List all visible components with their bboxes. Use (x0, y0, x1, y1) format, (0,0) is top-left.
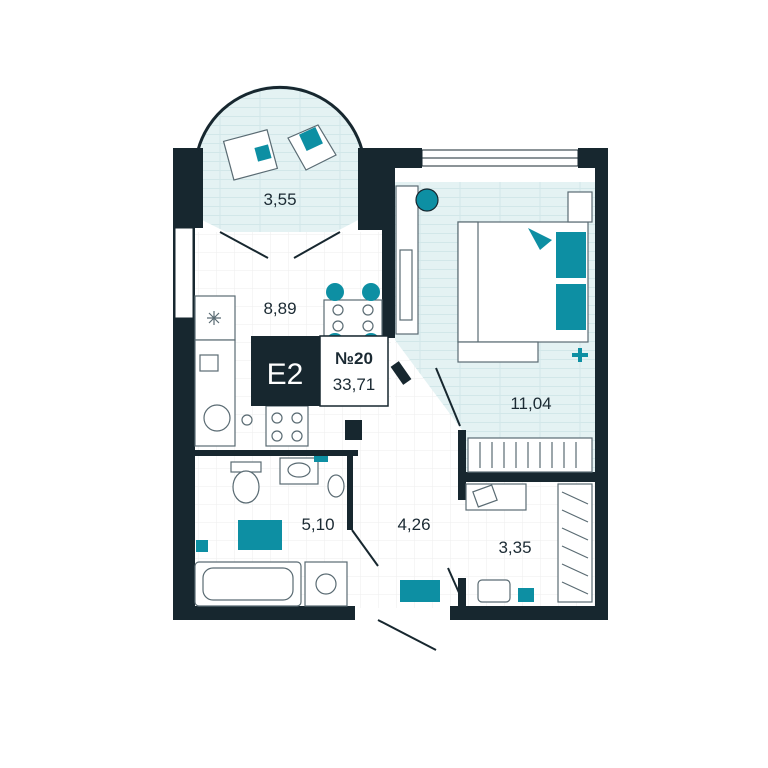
sink-bowl (203, 404, 231, 432)
type-code: E2 (267, 358, 304, 391)
apartment-tag: E2 №20 33,71 (251, 335, 389, 407)
wall-wardrobe-left (458, 430, 466, 500)
total-area: 33,71 (333, 375, 376, 394)
wall-bath-right (347, 450, 353, 530)
wall-right (595, 148, 608, 620)
balcony-area: 3,55 (263, 190, 296, 209)
dining-table (323, 299, 383, 337)
type-code-box (251, 336, 320, 406)
bench (457, 341, 539, 363)
pillow-bottom (556, 284, 586, 330)
bedroom-furniture (390, 185, 593, 473)
nightstand (567, 191, 593, 223)
bath-mat (238, 520, 282, 550)
wall-bottom-left (173, 606, 355, 620)
wardrobe-bag-icon (472, 484, 498, 508)
bed-frame-left (457, 221, 479, 343)
wall-balcony-left (173, 148, 203, 228)
coffee-machine (199, 354, 219, 372)
towel (314, 456, 328, 462)
wall-bottom-right (450, 606, 608, 620)
apartment-number: №20 (335, 349, 373, 368)
fridge-star-icon (207, 311, 221, 325)
blanket-fold (528, 228, 552, 250)
hallway-floor (350, 340, 462, 608)
laundry-basket (327, 474, 345, 498)
bathroom-area: 5,10 (301, 515, 334, 534)
wardrobe-area: 3,35 (498, 538, 531, 557)
wall-bath-top (195, 450, 358, 456)
hallway-area: 4,26 (397, 515, 430, 534)
wardrobe-door (447, 567, 465, 605)
toilet-bowl (232, 470, 260, 504)
bathroom-furniture (194, 456, 379, 607)
balcony-chair-cushion (299, 127, 323, 151)
wall-top-right-corner (578, 148, 608, 168)
balcony-door-swing (219, 231, 341, 259)
bathroom-door (351, 529, 379, 567)
bucket (518, 588, 534, 602)
door-mat (400, 580, 440, 602)
mirror (399, 249, 413, 321)
balcony-table (222, 128, 279, 181)
sink-tap (241, 414, 253, 426)
bathroom-shelf (196, 540, 208, 552)
bedroom-door-jamb (390, 361, 412, 385)
wall-kitchen-corner (345, 420, 362, 440)
plane-icon (572, 348, 588, 362)
walls (173, 148, 608, 620)
hallway-furniture (377, 580, 440, 651)
number-box (319, 335, 389, 407)
wardrobe-furniture (447, 483, 593, 605)
kitchen-area: 8,89 (263, 299, 296, 318)
wall-wardrobe-left-lower (458, 578, 466, 606)
balcony-furniture (222, 124, 337, 181)
room-labels: 3,55 8,89 11,04 5,10 4,26 3,35 (263, 190, 551, 557)
bedroom-door (435, 367, 461, 427)
windows (174, 149, 579, 319)
vacuum (477, 579, 511, 603)
plant-pot (415, 188, 439, 212)
bedroom-closet (467, 437, 593, 473)
hangers (479, 442, 577, 468)
stove (265, 405, 309, 447)
wall-top-right (382, 148, 422, 168)
entrance-door (377, 619, 437, 651)
kitchen-furniture (194, 283, 383, 447)
chair-tr (362, 283, 380, 301)
bedroom-area: 11,04 (510, 394, 551, 413)
balcony-arc (196, 85, 364, 151)
kitchen-window (174, 227, 194, 319)
wall-kitchen-bedroom (382, 168, 395, 338)
balcony-item-icon (254, 144, 272, 162)
wardrobe-rack (557, 483, 593, 603)
wall-bedroom-bottom (462, 472, 595, 482)
pillow-top (556, 232, 586, 278)
chair-tl (326, 283, 344, 301)
